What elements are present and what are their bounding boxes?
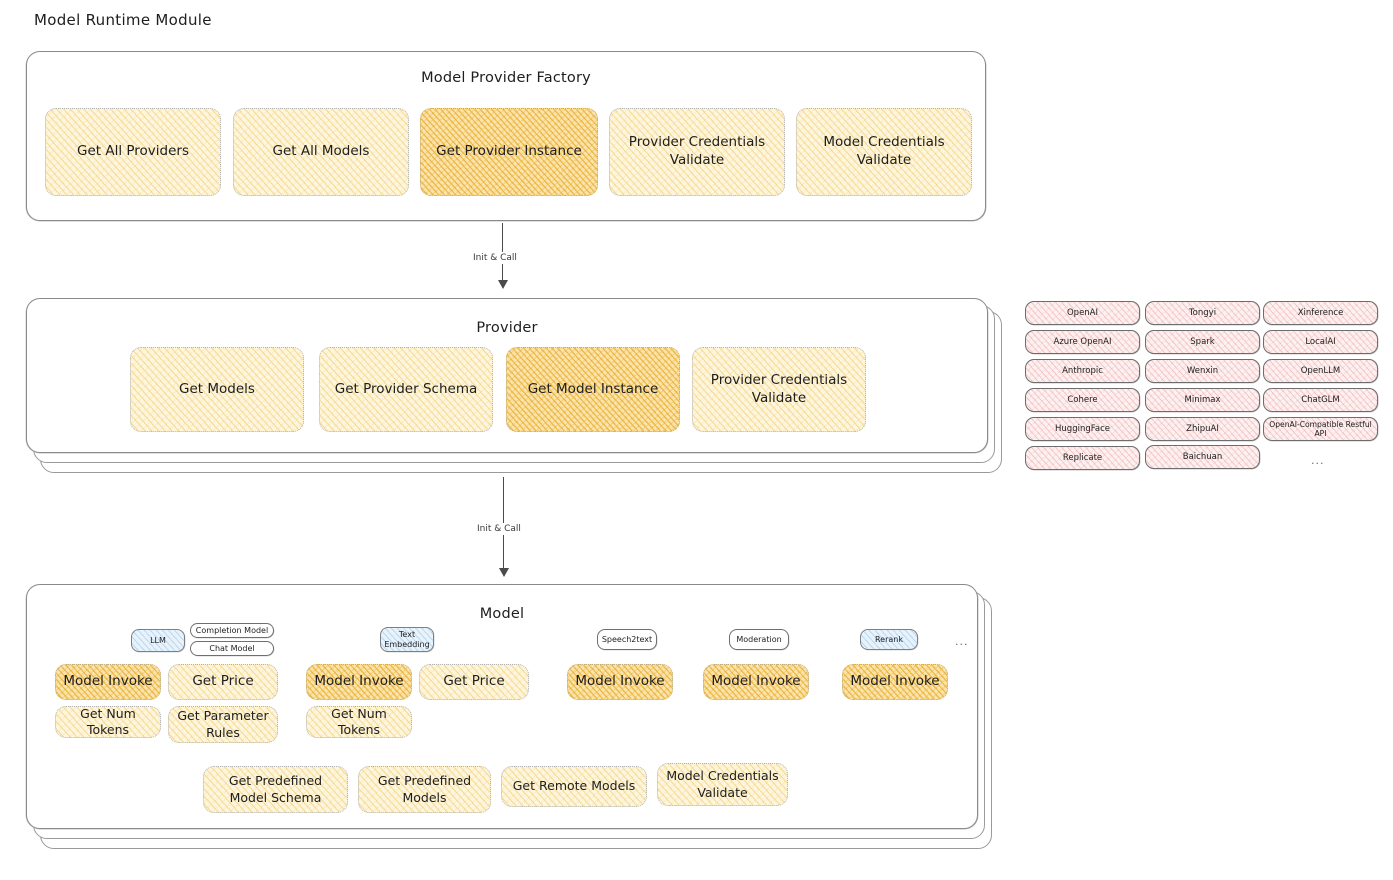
provider-chip-xinference[interactable]: Xinference — [1263, 301, 1378, 325]
provider-chip-baichuan[interactable]: Baichuan — [1145, 445, 1260, 469]
provider-node-get-provider-schema[interactable]: Get Provider Schema — [319, 347, 493, 432]
model-title: Model — [479, 606, 525, 622]
model-type-badge-speech2text[interactable]: Speech2text — [597, 629, 657, 650]
arrow-provider-to-model-label: Init & Call — [474, 523, 524, 535]
provider-node-get-models[interactable]: Get Models — [130, 347, 304, 432]
provider-chip-localai[interactable]: LocalAI — [1263, 330, 1378, 354]
provider-chip-tongyi[interactable]: Tongyi — [1145, 301, 1260, 325]
model-method-text-embedding-get-num-tokens[interactable]: Get Num Tokens — [306, 706, 412, 738]
model-types-ellipsis: ... — [955, 635, 969, 648]
model-method-speech2text-model-invoke[interactable]: Model Invoke — [567, 664, 673, 700]
provider-title: Provider — [476, 320, 538, 336]
model-type-subbadge-completion-model[interactable]: Completion Model — [190, 623, 274, 638]
factory-node-get-all-models[interactable]: Get All Models — [233, 108, 409, 196]
model-provider-factory-container: Model Provider Factory Get All Providers… — [26, 51, 986, 221]
provider-chip-wenxin[interactable]: Wenxin — [1145, 359, 1260, 383]
model-method-llm-get-price[interactable]: Get Price — [168, 664, 278, 700]
model-container: Model LLM Completion Model Chat Model Mo… — [26, 584, 978, 829]
model-method-rerank-model-invoke[interactable]: Model Invoke — [842, 664, 948, 700]
arrow-factory-to-provider-head — [498, 280, 508, 289]
model-type-badge-text-embedding[interactable]: Text Embedding — [380, 627, 434, 652]
model-method-text-embedding-get-price[interactable]: Get Price — [419, 664, 529, 700]
arrow-factory-to-provider-label: Init & Call — [470, 252, 520, 264]
provider-chip-openai[interactable]: OpenAI — [1025, 301, 1140, 325]
provider-list-ellipsis: ... — [1311, 454, 1325, 467]
provider-node-provider-credentials-validate[interactable]: Provider Credentials Validate — [692, 347, 866, 432]
model-provider-factory-title: Model Provider Factory — [421, 70, 591, 86]
factory-node-get-provider-instance[interactable]: Get Provider Instance — [420, 108, 598, 196]
provider-chip-anthropic[interactable]: Anthropic — [1025, 359, 1140, 383]
model-type-subbadge-chat-model[interactable]: Chat Model — [190, 641, 274, 656]
model-common-get-remote-models[interactable]: Get Remote Models — [501, 766, 647, 807]
model-method-moderation-model-invoke[interactable]: Model Invoke — [703, 664, 809, 700]
page-title: Model Runtime Module — [34, 11, 212, 29]
provider-chip-spark[interactable]: Spark — [1145, 330, 1260, 354]
model-method-text-embedding-model-invoke[interactable]: Model Invoke — [306, 664, 412, 700]
provider-chip-azure-openai[interactable]: Azure OpenAI — [1025, 330, 1140, 354]
model-method-llm-get-parameter-rules[interactable]: Get Parameter Rules — [168, 706, 278, 743]
model-type-badge-moderation[interactable]: Moderation — [729, 629, 789, 650]
factory-node-model-credentials-validate[interactable]: Model Credentials Validate — [796, 108, 972, 196]
provider-chip-zhipuai[interactable]: ZhipuAI — [1145, 417, 1260, 441]
provider-chip-huggingface[interactable]: HuggingFace — [1025, 417, 1140, 441]
model-method-llm-model-invoke[interactable]: Model Invoke — [55, 664, 161, 700]
factory-node-get-all-providers[interactable]: Get All Providers — [45, 108, 221, 196]
factory-node-provider-credentials-validate[interactable]: Provider Credentials Validate — [609, 108, 785, 196]
provider-chip-chatglm[interactable]: ChatGLM — [1263, 388, 1378, 412]
provider-chip-minimax[interactable]: Minimax — [1145, 388, 1260, 412]
model-type-badge-llm[interactable]: LLM — [131, 629, 185, 652]
provider-chip-cohere[interactable]: Cohere — [1025, 388, 1140, 412]
provider-node-get-model-instance[interactable]: Get Model Instance — [506, 347, 680, 432]
model-common-get-predefined-model-schema[interactable]: Get Predefined Model Schema — [203, 766, 348, 813]
provider-chip-openllm[interactable]: OpenLLM — [1263, 359, 1378, 383]
arrow-provider-to-model-head — [499, 568, 509, 577]
provider-chip-openai-compatible-restful-api[interactable]: OpenAI-Compatible Restful API — [1263, 417, 1378, 441]
provider-chip-replicate[interactable]: Replicate — [1025, 446, 1140, 470]
model-common-model-credentials-validate[interactable]: Model Credentials Validate — [657, 763, 788, 806]
model-common-get-predefined-models[interactable]: Get Predefined Models — [358, 766, 491, 813]
model-method-llm-get-num-tokens[interactable]: Get Num Tokens — [55, 706, 161, 738]
provider-container: Provider Get Models Get Provider Schema … — [26, 298, 988, 453]
model-type-badge-rerank[interactable]: Rerank — [860, 629, 918, 650]
